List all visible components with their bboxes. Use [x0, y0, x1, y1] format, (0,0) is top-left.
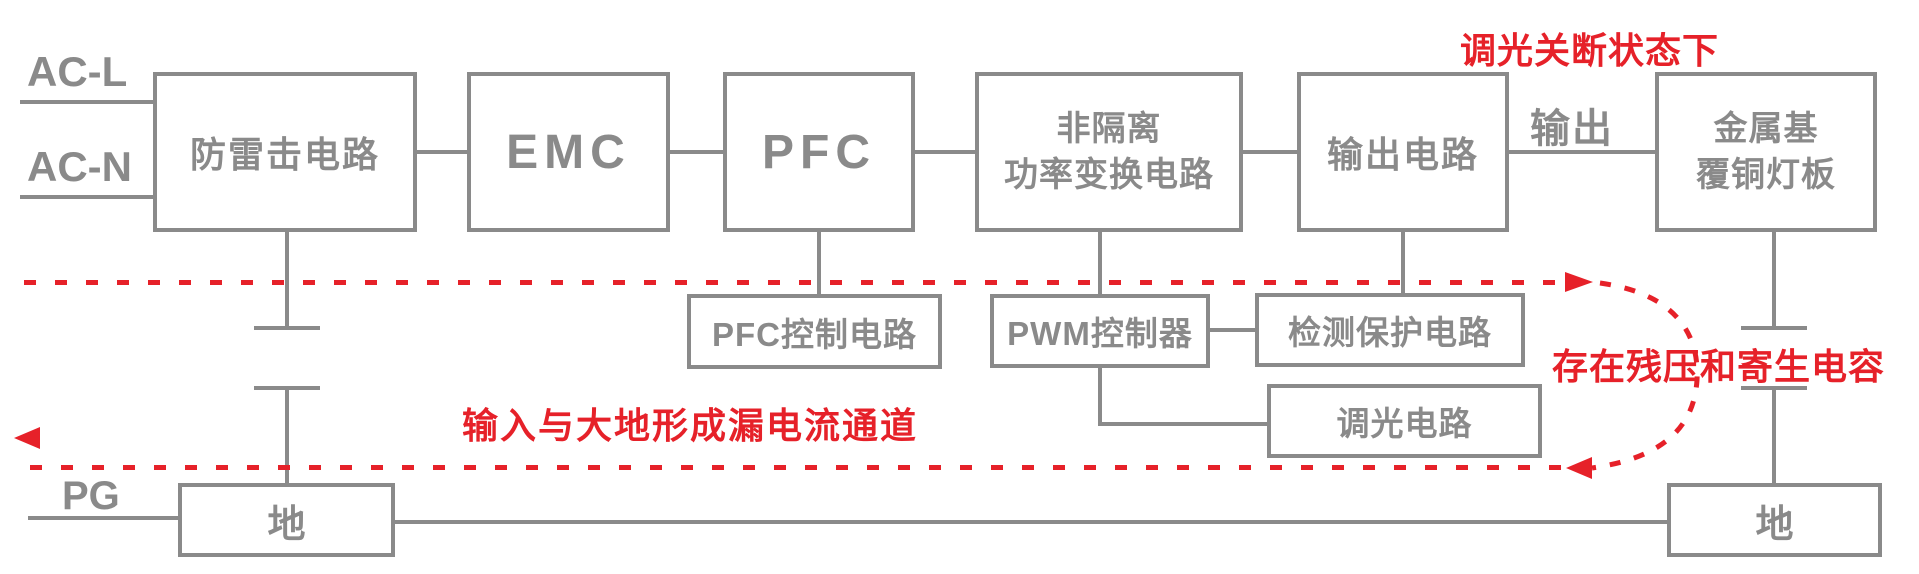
block-metal-core-lamp-board-label-line1: 金属基 [1713, 110, 1819, 148]
block-emc: EMC [467, 72, 670, 232]
block-dimming-circuit-label: 调光电路 [1336, 405, 1473, 442]
block-output-circuit: 输出电路 [1297, 72, 1509, 232]
wire-lightning-to-emc [417, 150, 467, 154]
block-output-circuit-label: 输出电路 [1326, 134, 1479, 175]
block-detection-protection-label: 检测保护电路 [1288, 314, 1492, 351]
block-pwm-controller-label: PWM控制器 [1007, 315, 1193, 352]
block-ground-right-label: 地 [1755, 503, 1794, 546]
leakage-loop-right-arc [1591, 280, 1700, 471]
block-pfc-control: PFC控制电路 [687, 294, 942, 369]
block-metal-core-lamp-board-label-line2: 覆铜灯板 [1696, 156, 1836, 194]
annotation-leakage-path: 输入与大地形成漏电流通道 [462, 405, 919, 446]
wire-ground-bus [395, 520, 1667, 524]
wire-ac-n [20, 195, 153, 199]
label-output-wire: 输出 [1530, 107, 1614, 151]
capacitor-left-plate-bottom [254, 386, 320, 390]
leakage-loop-top-dotted-line [24, 280, 1565, 285]
arrow-left-end-icon [14, 427, 40, 449]
label-ac-n: AC-N [27, 143, 132, 190]
block-pfc-label: PFC [762, 125, 876, 179]
capacitor-right-plate-bottom [1741, 386, 1807, 390]
block-metal-core-lamp-board: 金属基 覆铜灯板 [1655, 72, 1877, 232]
block-lightning-protection: 防雷击电路 [153, 72, 417, 232]
wire-output-to-detection [1401, 232, 1405, 293]
block-dimming-circuit: 调光电路 [1267, 384, 1542, 458]
block-detection-protection: 检测保护电路 [1255, 293, 1525, 367]
block-ground-right: 地 [1667, 483, 1882, 557]
block-lightning-protection-label: 防雷击电路 [189, 134, 380, 175]
wire-pg [28, 516, 178, 520]
label-ac-l: AC-L [27, 48, 128, 95]
annotation-dimming-off-state: 调光关断状态下 [1460, 30, 1720, 71]
block-non-isolated-converter: 非隔离 功率变换电路 [975, 72, 1243, 232]
block-emc-label: EMC [506, 125, 631, 179]
wire-pwm-to-detection [1210, 328, 1255, 332]
wire-emc-to-pfc [670, 150, 723, 154]
annotation-residual-voltage: 存在残压和寄生电容 [1552, 346, 1886, 387]
wire-capacitor-right-to-ground [1772, 390, 1776, 483]
block-ground-left: 地 [178, 483, 395, 557]
wire-converter-to-pwm [1098, 232, 1102, 294]
wire-capacitor-left-to-ground [285, 390, 289, 483]
wire-output-to-lamp [1509, 150, 1655, 154]
capacitor-left-plate-top [254, 326, 320, 330]
wire-pwm-to-dimming [1098, 422, 1267, 426]
wire-lamp-to-capacitor-right [1772, 232, 1776, 326]
wire-pfc-to-pfc-control [817, 232, 821, 294]
block-non-isolated-converter-label-line2: 功率变换电路 [1004, 156, 1214, 194]
arrow-left-icon [1566, 457, 1592, 479]
wire-lightning-to-capacitor-left [285, 232, 289, 326]
wire-converter-to-output [1243, 150, 1297, 154]
block-pwm-controller: PWM控制器 [990, 294, 1210, 368]
label-pg: PG [62, 474, 120, 518]
block-pfc-control-label: PFC控制电路 [712, 315, 917, 353]
block-pfc: PFC [723, 72, 915, 232]
wire-pfc-to-converter [915, 150, 975, 154]
block-non-isolated-converter-label-line1: 非隔离 [1056, 110, 1162, 148]
wire-ac-l [20, 100, 153, 104]
block-ground-left-label: 地 [267, 503, 306, 546]
wire-pwm-down [1098, 367, 1102, 426]
leakage-loop-bottom-dotted-line [30, 465, 1562, 470]
arrow-right-icon [1565, 272, 1593, 292]
capacitor-right-plate-top [1741, 326, 1807, 330]
